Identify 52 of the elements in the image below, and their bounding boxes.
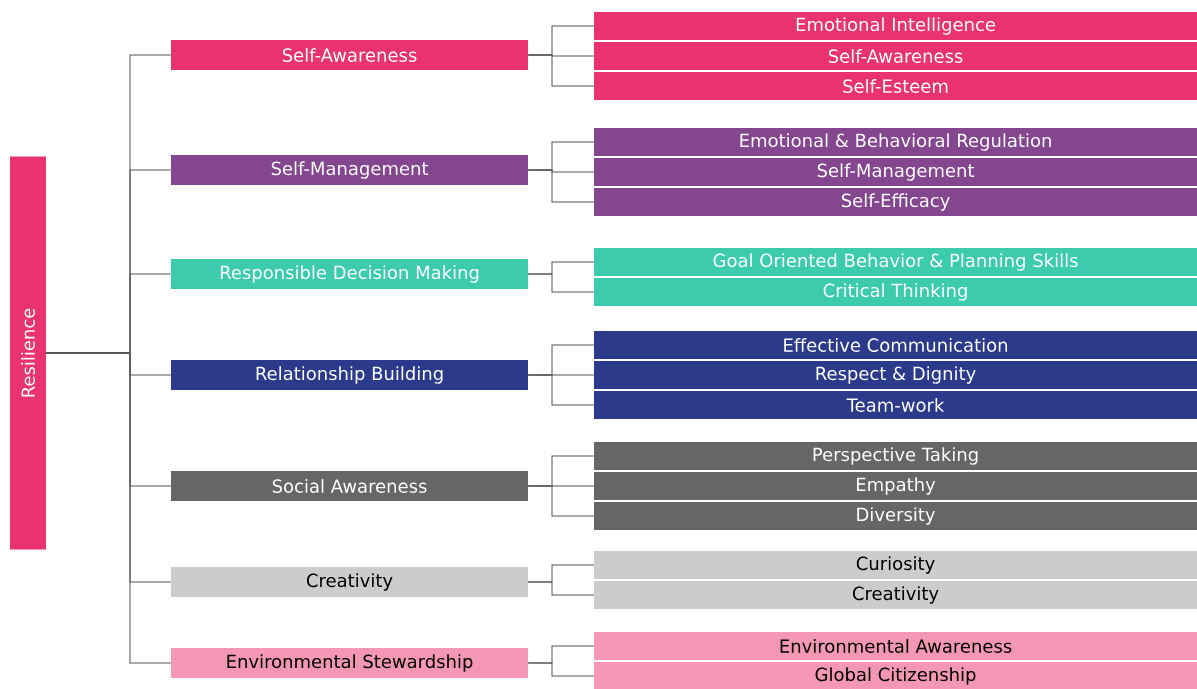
- topic-box: Perspective Taking: [594, 442, 1197, 470]
- topic-box: Effective Communication: [594, 331, 1197, 359]
- node-label: Global Citizenship: [815, 667, 976, 685]
- node-label: Effective Communication: [784, 338, 1008, 352]
- node-label: Emotional & Behavioral Regulation: [740, 133, 1051, 151]
- topic-box: Self-Management: [594, 158, 1197, 186]
- node-label: Empathy: [857, 477, 936, 495]
- node-label: Self-Efficacy: [841, 193, 950, 211]
- connector: [527, 54, 595, 87]
- topic-box: Self-Esteem: [594, 72, 1197, 100]
- topic-box: Self-Efficacy: [594, 188, 1197, 216]
- category-box: Self-Management: [171, 155, 528, 185]
- connector: [527, 374, 595, 406]
- connector: [527, 273, 595, 293]
- topic-box: Self-Awareness: [594, 42, 1197, 70]
- node-label: Team-work: [846, 398, 945, 412]
- node-label: Self-Awareness: [828, 49, 963, 63]
- node-label: Creativity: [852, 586, 939, 604]
- node-label: Diversity: [857, 507, 936, 525]
- topic-box: Empathy: [594, 472, 1197, 500]
- connector: [527, 169, 595, 203]
- node-label: Perspective Taking: [813, 447, 978, 465]
- node-label: Curiosity: [856, 556, 935, 574]
- topic-box: Creativity: [594, 581, 1197, 609]
- node-label: Self-Esteem: [843, 79, 948, 93]
- topic-box: Goal Oriented Behavior & Planning Skills: [594, 248, 1197, 276]
- category-box: Responsible Decision Making: [171, 259, 528, 289]
- topic-box: Respect & Dignity: [594, 361, 1197, 389]
- topic-box: Team-work: [594, 391, 1197, 419]
- node-label: Critical Thinking: [823, 283, 967, 301]
- category-box: Creativity: [171, 567, 528, 597]
- category-box: Social Awareness: [171, 471, 528, 501]
- root-box: Resilience: [10, 156, 46, 550]
- node-label: Environmental Awareness: [780, 639, 1012, 653]
- node-label: Self-Management: [817, 163, 975, 181]
- category-box: Self-Awareness: [171, 40, 528, 70]
- category-box: Relationship Building: [171, 360, 528, 390]
- category-box: Environmental Stewardship: [171, 648, 528, 678]
- node-label: Emotional Intelligence: [796, 17, 996, 35]
- connector: [45, 352, 172, 664]
- topic-box: Environmental Awareness: [594, 632, 1197, 660]
- node-label: Goal Oriented Behavior & Planning Skills: [713, 253, 1078, 271]
- topic-box: Emotional & Behavioral Regulation: [594, 128, 1197, 156]
- connector: [527, 581, 595, 596]
- connector: [527, 485, 595, 517]
- topic-box: Emotional Intelligence: [594, 12, 1197, 40]
- topic-box: Curiosity: [594, 551, 1197, 579]
- node-label: Respect & Dignity: [816, 366, 976, 384]
- connector: [527, 662, 595, 677]
- topic-box: Critical Thinking: [594, 278, 1197, 306]
- topic-box: Global Citizenship: [594, 662, 1197, 689]
- topic-box: Diversity: [594, 502, 1197, 530]
